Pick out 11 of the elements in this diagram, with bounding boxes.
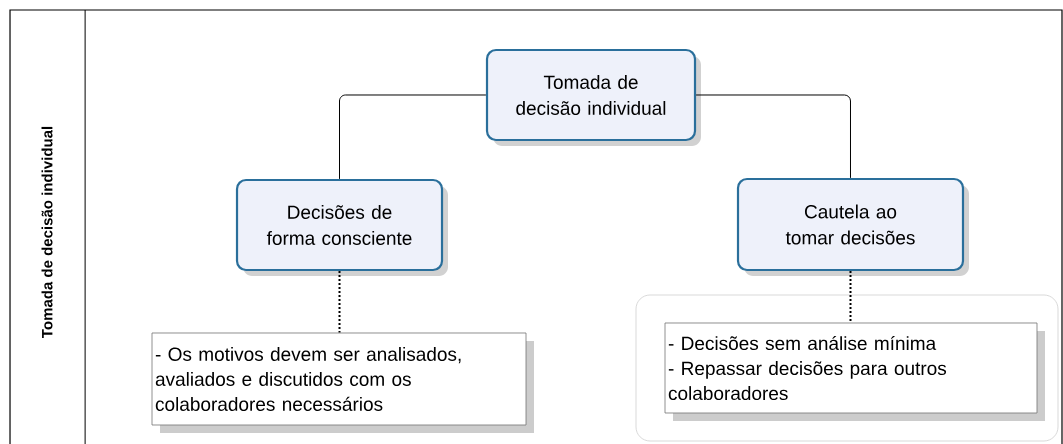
connector	[695, 94, 851, 179]
topic-box: Decisões de forma consciente	[235, 178, 448, 276]
topic-box: Tomada de decisão individual	[485, 48, 701, 146]
note-box: - Decisões sem análise mínima - Repassar decisões para outros colaboradores	[664, 322, 1045, 421]
band-heading: Tomada de decisão individual	[41, 126, 53, 338]
connector	[849, 270, 852, 324]
connector	[338, 270, 341, 334]
note-box: - Os motivos devem ser analisados, avaliados e discutidos com os colaboradores necessários	[151, 332, 534, 433]
connector	[339, 94, 487, 180]
group-panel	[635, 294, 1059, 442]
topic-box: Cautela ao tomar decisões	[736, 177, 969, 276]
